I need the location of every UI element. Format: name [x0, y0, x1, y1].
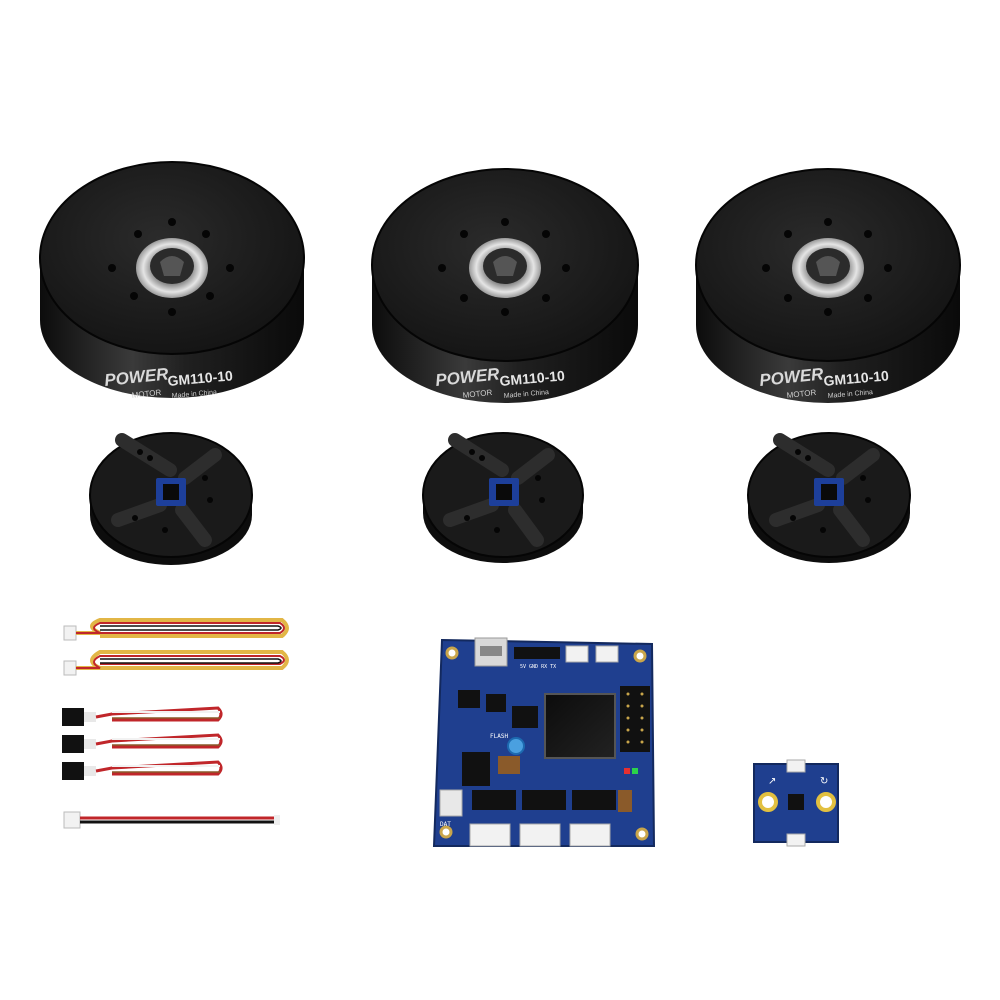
svg-text:Made in China: Made in China: [828, 389, 874, 400]
motor-base-3: [747, 432, 911, 563]
svg-text:MOTOR: MOTOR: [462, 388, 493, 400]
cable-servo-2: [62, 733, 223, 753]
svg-text:5V GND RX TX: 5V GND RX TX: [520, 664, 556, 670]
rotation-icon: ↻: [820, 776, 828, 787]
motor-base-2: [422, 432, 584, 563]
imu-sensor-board: ↗ ↻: [753, 759, 839, 847]
svg-text:FLASH: FLASH: [490, 733, 508, 740]
svg-text:Made in China: Made in China: [172, 389, 218, 400]
gimbal-motor-1: POWER MOTOR GM110-10 Made in China: [39, 161, 305, 400]
svg-text:DAT: DAT: [440, 821, 451, 828]
motor-model-text: GM110-10: [167, 367, 234, 389]
motor-base-1: [89, 432, 253, 565]
cable-servo-3: [62, 760, 223, 780]
cable-long-2: [63, 650, 289, 676]
cable-servo-1: [62, 706, 223, 726]
cable-short: [63, 811, 280, 829]
svg-text:MOTOR: MOTOR: [131, 388, 162, 400]
controller-board: 5V GND RX TX FLASH: [432, 637, 656, 847]
cable-long-1: [63, 618, 289, 641]
motor-model-text: GM110-10: [823, 367, 890, 389]
svg-text:Made in China: Made in China: [504, 389, 550, 400]
gimbal-motor-3: POWER MOTOR GM110-10 Made in China: [695, 168, 961, 403]
motor-model-text: GM110-10: [499, 367, 566, 389]
axis-arrow-icon: ↗: [768, 776, 776, 787]
gimbal-motor-2: POWER MOTOR GM110-10 Made in China: [371, 168, 639, 403]
svg-text:MOTOR: MOTOR: [786, 388, 817, 400]
